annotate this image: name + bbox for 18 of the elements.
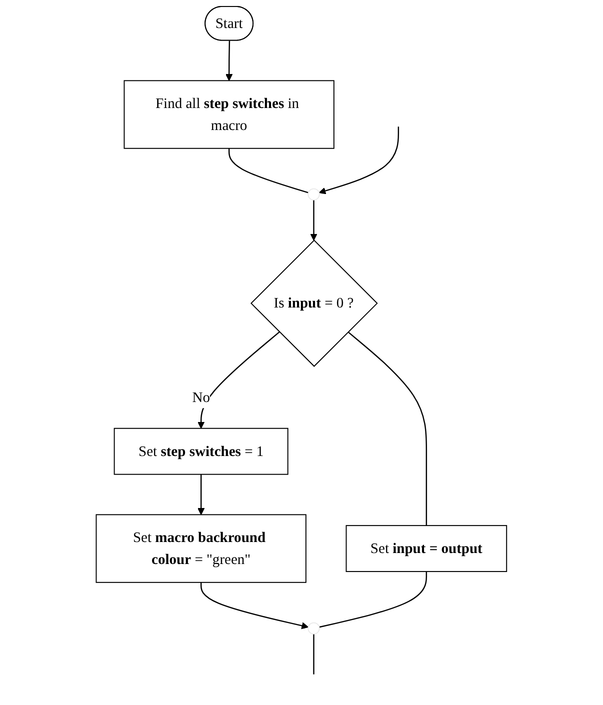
arrow: [200, 582, 309, 630]
node-box: Set macro backround colour = "green": [96, 514, 306, 583]
arrow: [226, 40, 233, 81]
node-box: Set input = output: [346, 525, 508, 572]
connector: [319, 572, 428, 628]
arrow: [310, 200, 318, 241]
node-diamond: Is input = 0 ?: [250, 240, 378, 367]
node-circle: [308, 622, 320, 634]
node-box: Find all step switches in macro: [124, 80, 334, 149]
arrow: [198, 331, 280, 429]
edge-label: No: [192, 388, 210, 405]
node-circle: [308, 188, 320, 200]
connector: [348, 331, 428, 526]
node-box: Set step switches = 1: [114, 428, 288, 475]
arrow: [318, 126, 400, 194]
connector: [313, 634, 314, 674]
arrow: [198, 474, 205, 515]
connector: [228, 148, 309, 194]
